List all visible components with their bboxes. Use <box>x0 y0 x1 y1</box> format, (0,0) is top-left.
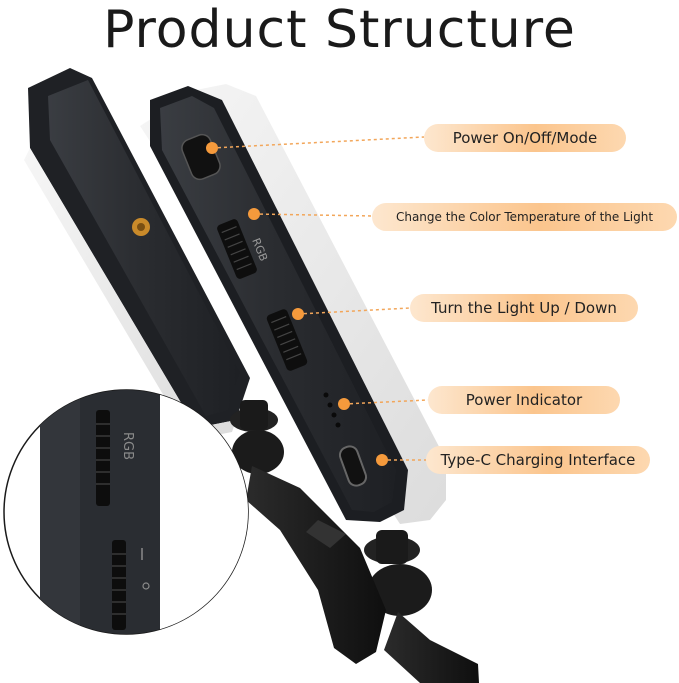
callout-usb: Type-C Charging Interface <box>426 446 650 474</box>
brightness-icon <box>142 582 150 590</box>
rear-light-panel <box>24 68 250 440</box>
callout-power: Power On/Off/Mode <box>424 124 626 152</box>
color-temp-wheel <box>217 219 257 279</box>
callout-color-temp-text: Change the Color Temperature of the Ligh… <box>395 210 654 224</box>
power-indicator-leds <box>323 392 341 428</box>
zoom-rgb-marking: RGB <box>120 432 135 460</box>
callout-power-text: Power On/Off/Mode <box>452 129 598 147</box>
callout-brightness-text: Turn the Light Up / Down <box>431 299 617 317</box>
callout-indicator-text: Power Indicator <box>465 391 583 409</box>
callout-indicator: Power Indicator <box>428 386 620 414</box>
page-title: Product Structure <box>103 0 576 60</box>
leader-lines <box>211 136 429 461</box>
callout-brightness: Turn the Light Up / Down <box>410 294 638 322</box>
usb-c-port <box>338 445 368 487</box>
callout-color-temp: Change the Color Temperature of the Ligh… <box>372 203 677 231</box>
mount-clip <box>230 400 479 683</box>
callout-usb-text: Type-C Charging Interface <box>440 451 636 469</box>
callout-dots <box>206 142 388 466</box>
